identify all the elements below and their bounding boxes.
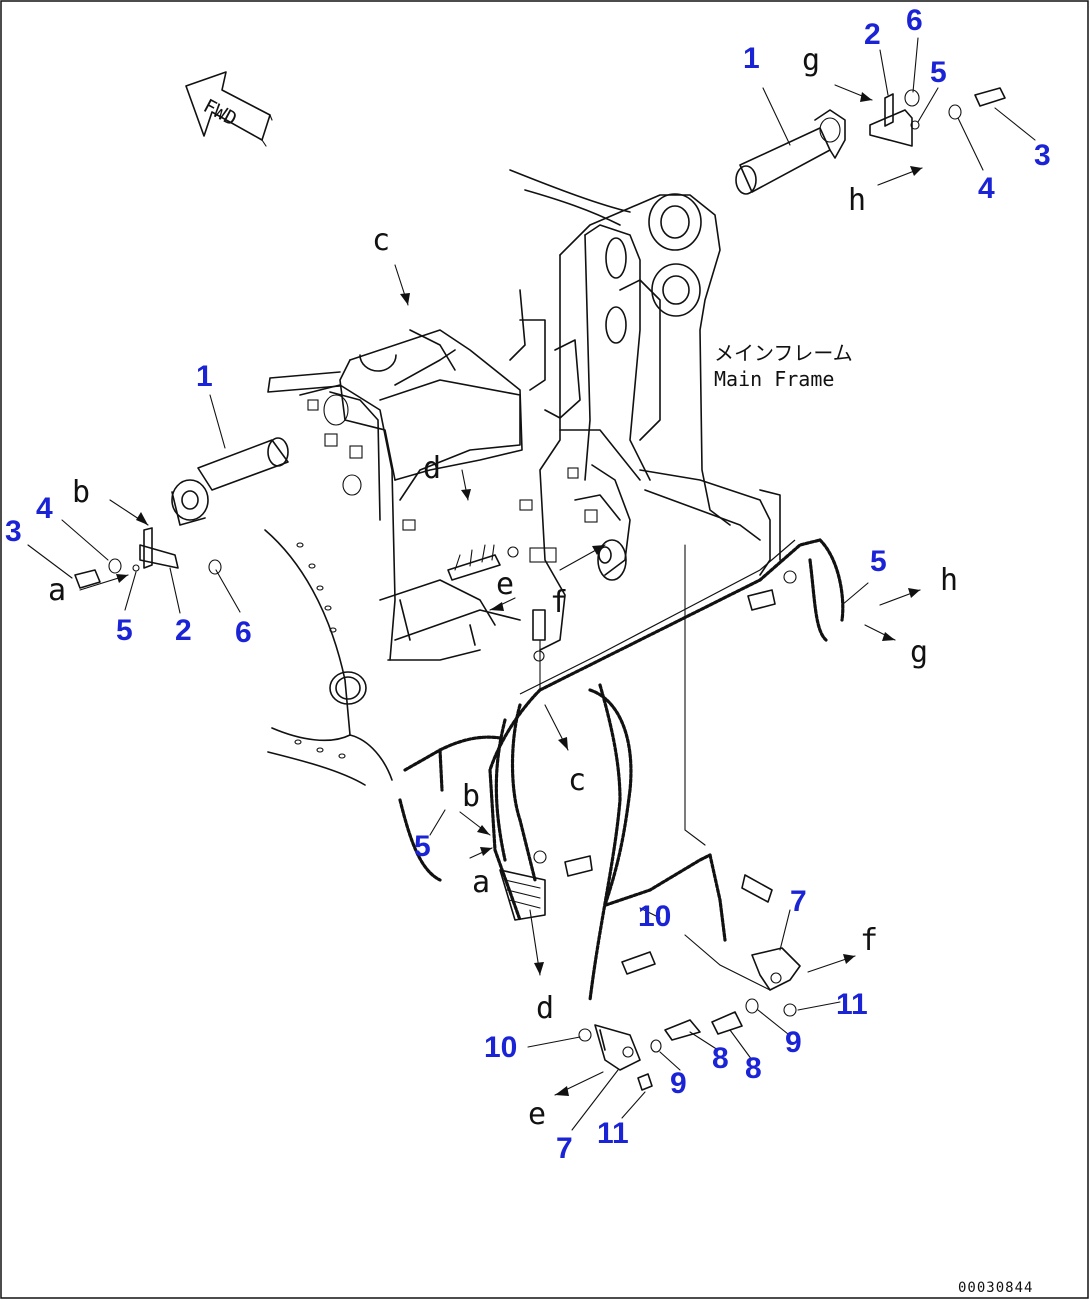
part-number: 5 (414, 830, 431, 863)
bracket-lower-left (578, 1019, 701, 1091)
part-number: 2 (864, 18, 881, 51)
connection-letter: d (536, 991, 554, 1026)
connection-letter: f (860, 923, 878, 958)
part-number: 7 (556, 1132, 573, 1165)
part-number: 6 (906, 4, 923, 37)
part-number: 11 (836, 988, 868, 1021)
connection-letter: a (48, 573, 66, 608)
part-number: 10 (638, 900, 671, 933)
connection-letter: d (423, 451, 441, 486)
connection-letter: h (940, 563, 958, 598)
connection-letter: e (496, 567, 514, 602)
part-number: 1 (743, 42, 760, 75)
leader-arrows (27, 37, 1036, 1131)
part-number: 3 (1034, 139, 1051, 172)
part-number: 5 (116, 614, 133, 647)
main-frame-outline (264, 169, 781, 786)
connection-letter: g (802, 43, 820, 78)
part-number: 4 (978, 172, 995, 205)
bracket-lower-right (711, 947, 801, 1035)
connection-letter: c (568, 763, 586, 798)
main-frame-label-en: Main Frame (714, 367, 834, 391)
part-number-labels: 1 2 6 5 3 4 1 3 4 5 2 6 5 5 10 7 11 10 8… (5, 4, 1051, 1165)
part-number: 4 (36, 492, 53, 525)
connection-letter: e (528, 1097, 546, 1132)
connection-letter: f (550, 585, 568, 620)
part-number: 5 (930, 56, 947, 89)
fwd-direction-arrow: FWD (185, 71, 273, 147)
retainer-plate-right (869, 87, 1006, 147)
main-frame-label-jp: メインフレーム (714, 341, 853, 365)
hose-routing (398, 538, 845, 1002)
retainer-plate-left (74, 527, 222, 589)
drawing-code: 00030844 (958, 1280, 1033, 1296)
part-number: 3 (5, 515, 22, 548)
part-number: 6 (235, 616, 252, 649)
part-number: 2 (175, 614, 192, 647)
connection-letter: b (72, 475, 90, 510)
part-number: 1 (196, 360, 213, 393)
pin-left (171, 437, 289, 526)
connection-letter: c (372, 223, 390, 258)
connection-letter-labels: g h c d b a e f h g c b a d f e (48, 43, 958, 1132)
connection-letter: h (848, 183, 866, 218)
part-number: 5 (870, 545, 887, 578)
bolts (532, 570, 797, 975)
part-number: 8 (712, 1042, 729, 1075)
connection-letter: a (472, 865, 490, 900)
part-number: 9 (785, 1026, 802, 1059)
connection-letter: g (910, 635, 928, 670)
pin-right (735, 109, 846, 195)
connection-letter: b (462, 779, 480, 814)
part-number: 8 (745, 1052, 762, 1085)
part-number: 11 (597, 1117, 629, 1150)
part-number: 10 (484, 1031, 517, 1064)
part-number: 9 (670, 1067, 687, 1100)
part-number: 7 (790, 885, 807, 918)
